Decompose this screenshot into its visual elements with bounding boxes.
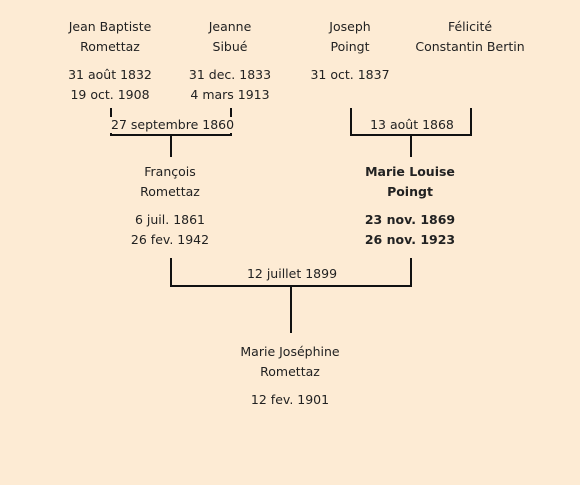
- birth-date: 31 août 1832: [68, 67, 152, 82]
- person-surname: Poingt: [330, 39, 370, 54]
- person-felicite: Félicité Constantin Bertin: [400, 17, 540, 57]
- birth-date: 12 fev. 1901: [250, 392, 330, 407]
- person-marie-louise: Marie Louise Poingt 23 nov. 1869 26 nov.…: [350, 162, 470, 250]
- death-date: 19 oct. 1908: [70, 87, 150, 102]
- person-given-name: Joseph: [329, 19, 371, 34]
- person-surname: Constantin Bertin: [415, 39, 525, 54]
- person-surname: Romettaz: [80, 39, 140, 54]
- marriage-date-2: 13 août 1868: [357, 117, 467, 133]
- person-surname: Sibué: [212, 39, 248, 54]
- person-surname: Romettaz: [260, 364, 320, 379]
- person-surname: Poingt: [387, 184, 433, 199]
- person-joseph: Joseph Poingt 31 oct. 1837: [290, 17, 410, 85]
- person-jeanne: Jeanne Sibué 31 dec. 1833 4 mars 1913: [170, 17, 290, 105]
- birth-date: 31 oct. 1837: [310, 67, 390, 82]
- person-given-name: François: [144, 164, 196, 179]
- birth-date: 6 juil. 1861: [134, 212, 206, 227]
- death-date: 26 nov. 1923: [364, 232, 456, 247]
- person-given-name: Jean Baptiste: [68, 19, 152, 34]
- person-surname: Romettaz: [140, 184, 200, 199]
- person-marie-josephine: Marie Joséphine Romettaz 12 fev. 1901: [220, 342, 360, 410]
- person-given-name: Jeanne: [208, 19, 252, 34]
- death-date: 4 mars 1913: [190, 87, 270, 102]
- person-given-name: Marie Joséphine: [240, 344, 340, 359]
- death-date: 26 fev. 1942: [130, 232, 210, 247]
- birth-date: 31 dec. 1833: [188, 67, 272, 82]
- birth-date: 23 nov. 1869: [364, 212, 456, 227]
- marriage-date-1: 27 septembre 1860: [110, 117, 235, 133]
- person-jean-baptiste: Jean Baptiste Romettaz 31 août 1832 19 o…: [50, 17, 170, 105]
- person-given-name: Félicité: [447, 19, 493, 34]
- person-given-name: Marie Louise: [365, 164, 455, 179]
- person-francois: François Romettaz 6 juil. 1861 26 fev. 1…: [110, 162, 230, 250]
- marriage-date-3: 12 juillet 1899: [236, 266, 348, 282]
